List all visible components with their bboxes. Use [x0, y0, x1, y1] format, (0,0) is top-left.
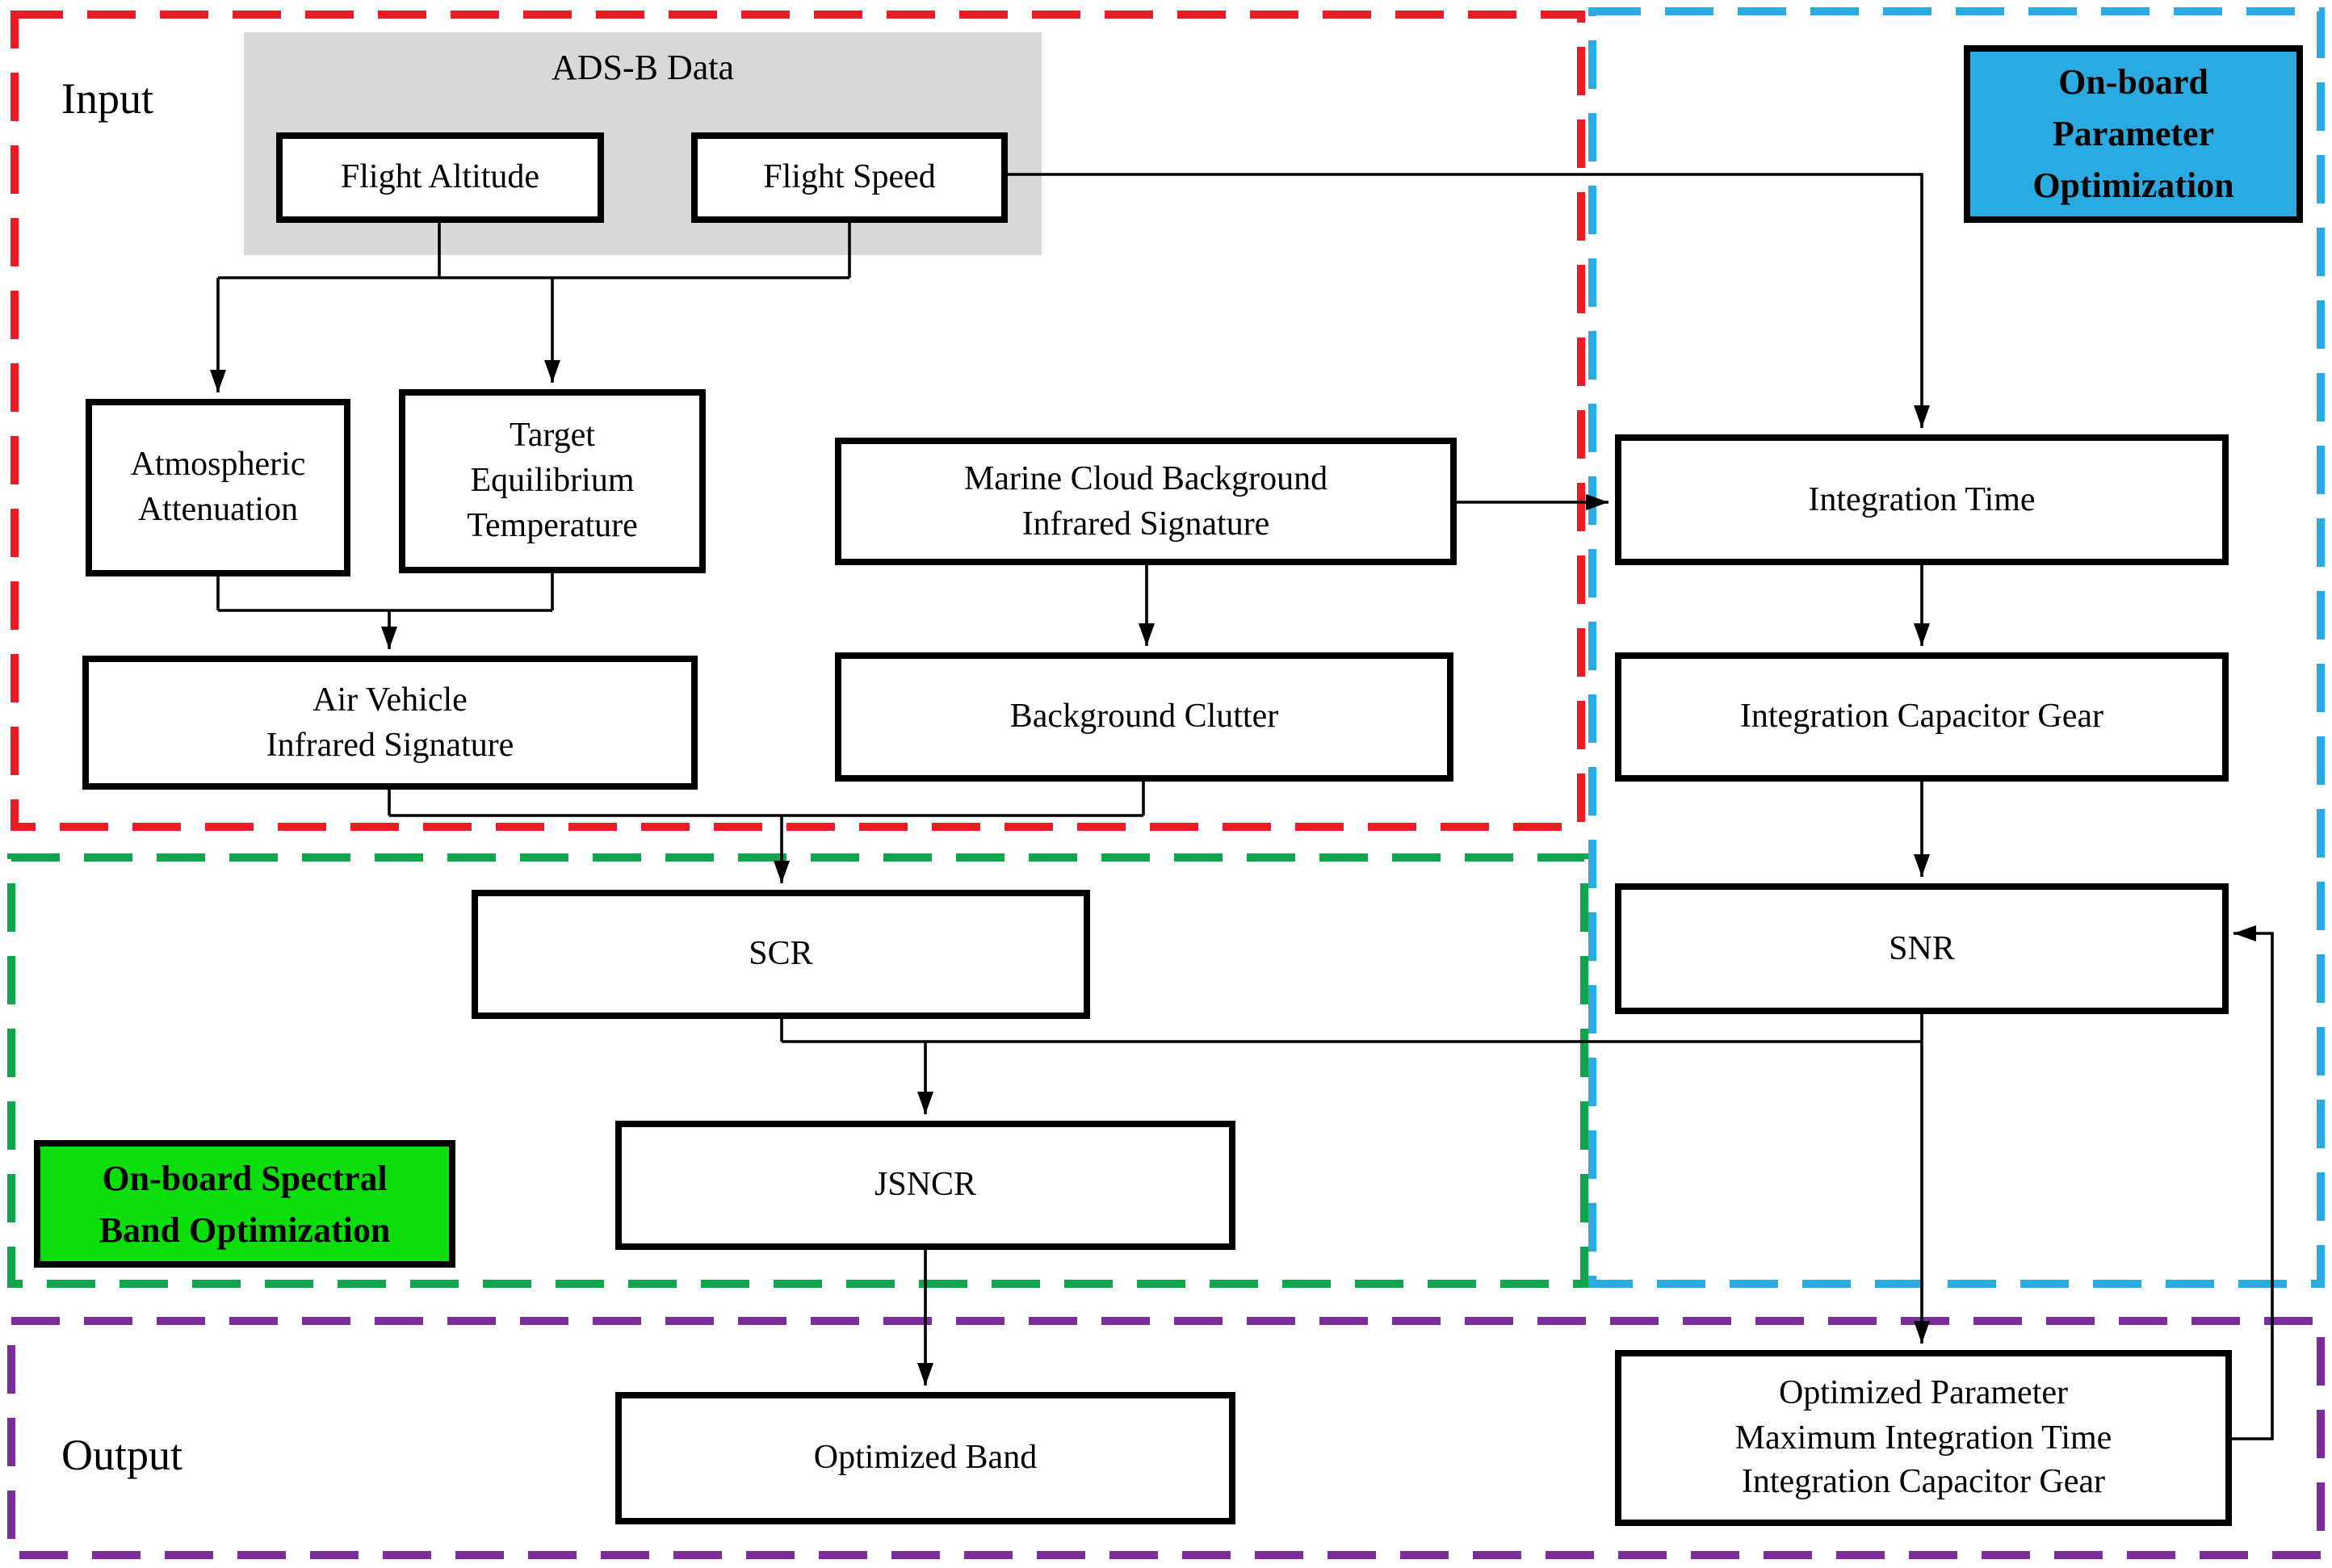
node-air-vehicle-infrared-signature: Air Vehicle Infrared Signature — [82, 656, 698, 790]
input-region-border — [10, 10, 1585, 831]
label-on-board-parameter-optimization: On-board Parameter Optimization — [1964, 45, 2303, 223]
label-output-region: Output — [61, 1431, 183, 1479]
node-target-equilibrium-temperature: Target Equilibrium Temperature — [399, 389, 706, 573]
node-scr: SCR — [472, 890, 1090, 1019]
node-background-clutter: Background Clutter — [835, 652, 1453, 782]
node-optimized-parameter: Optimized Parameter Maximum Integration … — [1615, 1350, 2232, 1526]
node-optimized-band: Optimized Band — [615, 1392, 1235, 1524]
arrow-feedback-to-snr — [2232, 925, 2274, 1440]
node-integration-time: Integration Time — [1615, 434, 2229, 565]
label-input-region: Input — [61, 74, 153, 123]
label-on-board-spectral-band-optimization: On-board Spectral Band Optimization — [34, 1140, 455, 1268]
node-flight-speed: Flight Speed — [691, 132, 1008, 223]
node-snr: SNR — [1615, 883, 2229, 1014]
parameter-region-border — [1588, 7, 2325, 1288]
arrow-flightspeed-to-integration-time — [1008, 173, 1930, 428]
node-flight-altitude: Flight Altitude — [276, 132, 604, 223]
output-region-border — [7, 1317, 2325, 1559]
node-atmospheric-attenuation: Atmospheric Attenuation — [86, 399, 350, 576]
ads-b-data-title: ADS-B Data — [551, 47, 735, 87]
node-jsncr: JSNCR — [615, 1121, 1235, 1250]
spectral-region-border — [7, 853, 1588, 1288]
node-integration-capacitor-gear: Integration Capacitor Gear — [1615, 652, 2229, 782]
node-marine-cloud-background: Marine Cloud Background Infrared Signatu… — [835, 438, 1457, 565]
